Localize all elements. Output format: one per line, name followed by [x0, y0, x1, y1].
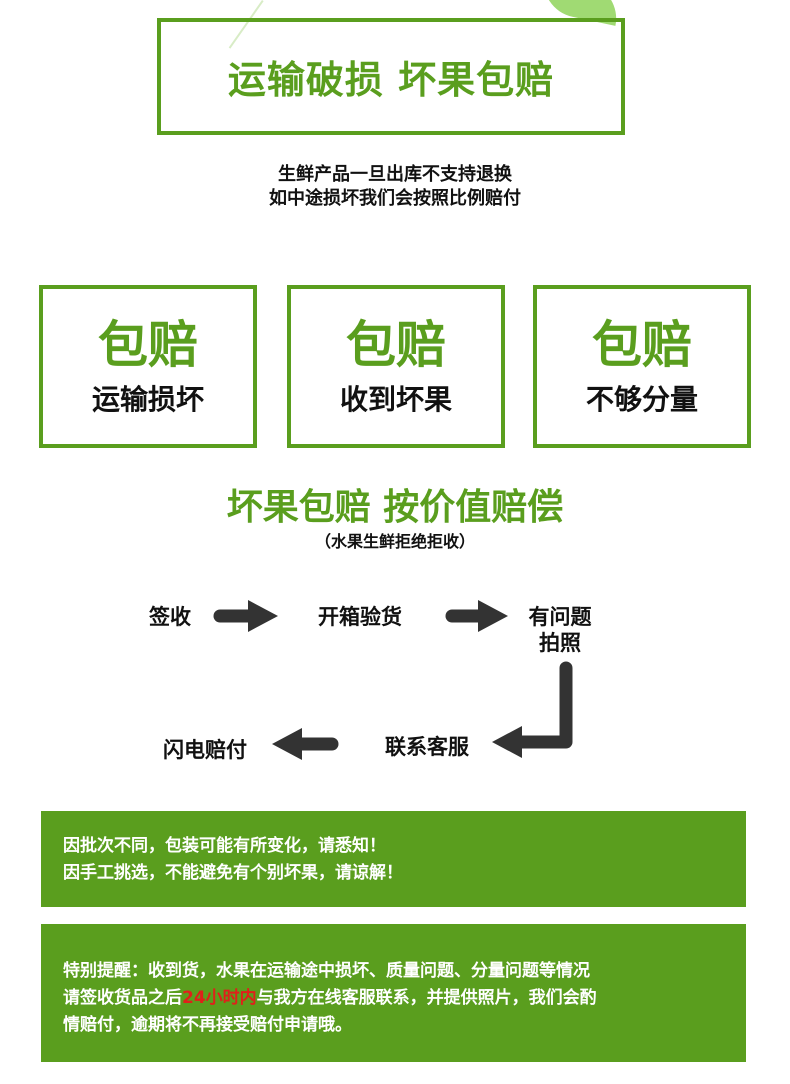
title-box: 运输破损 坏果包赔 — [157, 18, 625, 135]
guarantee-card-weight: 包赔 不够分量 — [533, 285, 751, 448]
notice-banner-special-reminder: 特别提醒：收到货，水果在运输途中损坏、质量问题、分量问题等情况 请签收货品之后2… — [41, 924, 746, 1062]
card-small-text: 不够分量 — [585, 382, 698, 416]
step-photo-line-2: 拍照 — [539, 631, 581, 655]
banner-line: 情赔付，逾期将不再接受赔付申请哦。 — [63, 1015, 352, 1035]
banner-line: 因手工挑选，不能避免有个别坏果，请谅解！ — [63, 863, 403, 883]
notice-line-1: 生鲜产品一旦出库不支持退换 — [278, 164, 512, 185]
notice-banner-packaging: 因批次不同，包装可能有所变化，请悉知！ 因手工挑选，不能避免有个别坏果，请谅解！ — [41, 811, 746, 907]
banner-line: 特别提醒：收到货，水果在运输途中损坏、质量问题、分量问题等情况 — [63, 961, 590, 981]
step-photo-line-1: 有问题 — [528, 605, 592, 629]
banner-text: 请签收货品之后 — [63, 988, 182, 1008]
step-sign: 签收 — [149, 605, 191, 629]
step-payout: 闪电赔付 — [163, 738, 247, 762]
card-small-text: 收到坏果 — [339, 382, 452, 416]
page-title: 运输破损 坏果包赔 — [227, 58, 555, 102]
step-photo: 有问题 拍照 — [510, 604, 610, 656]
arrow-photo-to-contact — [513, 661, 573, 749]
slogan: 坏果包赔 按价值赔偿 — [226, 487, 564, 528]
card-big-text: 包赔 — [98, 315, 198, 374]
arrow-head-4 — [272, 728, 302, 760]
slogan-subtitle: （水果生鲜拒绝拒收） — [314, 532, 475, 551]
card-big-text: 包赔 — [592, 315, 692, 374]
banner-text: 与我方在线客服联系，并提供照片，我们会酌 — [256, 988, 597, 1008]
deadline-highlight: 24小时内 — [182, 988, 257, 1008]
step-contact: 联系客服 — [385, 735, 469, 759]
arrow-head-3 — [492, 726, 522, 758]
card-small-text: 运输损坏 — [91, 382, 204, 416]
arrow-head-2 — [478, 600, 508, 632]
guarantee-card-bad-fruit: 包赔 收到坏果 — [287, 285, 505, 448]
card-big-text: 包赔 — [346, 315, 446, 374]
banner-line: 请签收货品之后24小时内与我方在线客服联系，并提供照片，我们会酌 — [63, 985, 724, 1012]
notice-line-2: 如中途损坏我们会按照比例赔付 — [269, 188, 521, 209]
step-unbox: 开箱验货 — [318, 605, 402, 629]
arrow-head-1 — [248, 600, 278, 632]
banner-line: 因批次不同，包装可能有所变化，请悉知！ — [63, 836, 386, 856]
guarantee-card-transport: 包赔 运输损坏 — [39, 285, 257, 448]
